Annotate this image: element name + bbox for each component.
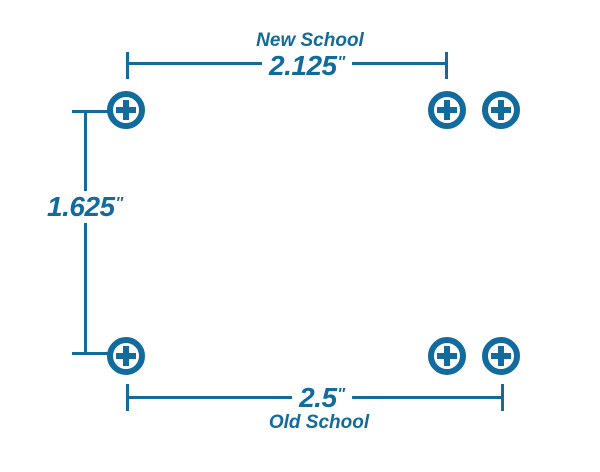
screw-icon xyxy=(428,337,466,375)
new-school-label: New School xyxy=(256,30,364,51)
top-dimension-left-tick-icon xyxy=(126,52,129,79)
top-dimension-right-tick-icon xyxy=(445,52,448,79)
screw-icon xyxy=(107,337,145,375)
screw-icon xyxy=(428,91,466,129)
bottom-dimension-left-tick-icon xyxy=(126,384,129,411)
left-dimension-bottom-tick-icon xyxy=(72,352,108,355)
bottom-dimension-value: 2.5″ xyxy=(292,382,352,414)
screw-icon xyxy=(482,337,520,375)
left-dimension-value: 1.625″ xyxy=(40,191,130,223)
bottom-dimension-number: 2.5 xyxy=(299,382,337,413)
bottom-dimension-right-tick-icon xyxy=(501,384,504,411)
inch-mark: ″ xyxy=(337,386,345,404)
screw-icon xyxy=(482,91,520,129)
inch-mark: ″ xyxy=(337,54,345,72)
old-school-label: Old School xyxy=(268,412,370,433)
left-dimension-top-tick-icon xyxy=(72,110,108,113)
top-dimension-number: 2.125 xyxy=(269,50,337,81)
top-dimension-value: 2.125″ xyxy=(262,50,352,82)
screw-icon xyxy=(107,91,145,129)
inch-mark: ″ xyxy=(115,195,123,213)
left-dimension-number: 1.625 xyxy=(47,191,115,222)
left-dimension-line xyxy=(84,111,87,355)
